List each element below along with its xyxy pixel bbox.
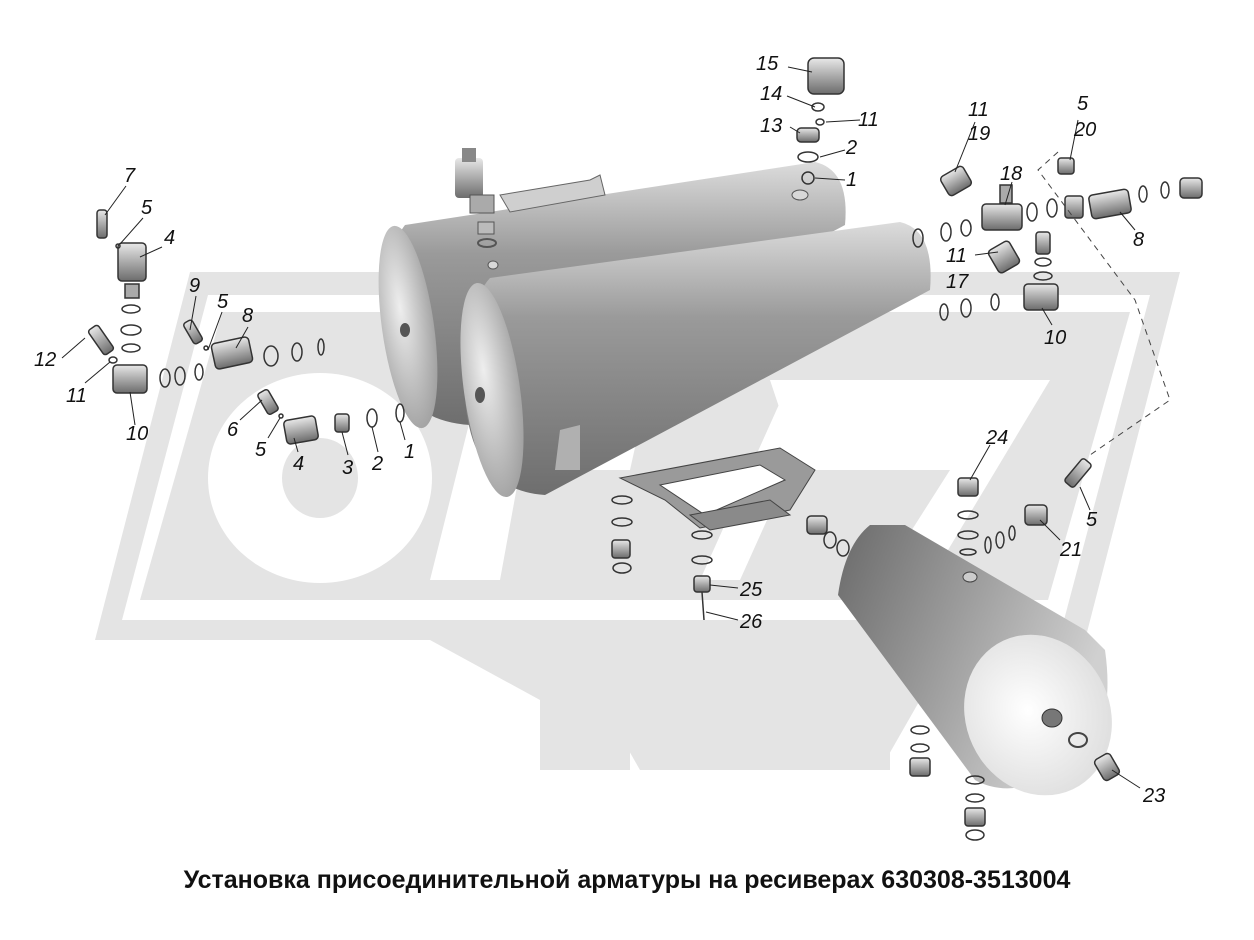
dashed-reference-line (1037, 151, 1171, 456)
mounting-bracket (618, 447, 816, 531)
callout-26: 26 (739, 611, 763, 633)
callout-10: 10 (1044, 327, 1066, 349)
receiver-tank-vertical (838, 525, 1112, 796)
callout-3: 3 (342, 457, 353, 479)
leader-lines (61, 66, 1141, 789)
callout-6: 6 (227, 419, 239, 441)
callout-2: 2 (371, 453, 383, 475)
callout-1: 1 (846, 169, 857, 191)
callout-11: 11 (858, 109, 879, 131)
diagram-caption: Установка присоединительной арматуры на … (183, 866, 1071, 894)
callout-14: 14 (760, 83, 782, 105)
callout-10: 10 (126, 423, 148, 445)
callout-12: 12 (34, 349, 56, 371)
callout-8: 8 (242, 305, 253, 327)
callout-18: 18 (1000, 163, 1022, 185)
callout-20: 20 (1073, 119, 1096, 141)
callout-5: 5 (1077, 93, 1089, 115)
callout-21: 21 (1059, 539, 1082, 561)
callout-11: 11 (968, 99, 989, 121)
callout-4: 4 (164, 227, 175, 249)
callout-11: 11 (946, 245, 967, 267)
callout-15: 15 (756, 53, 779, 75)
callout-5: 5 (141, 197, 153, 219)
callout-23: 23 (1142, 785, 1165, 807)
callout-24: 24 (985, 427, 1008, 449)
callout-2: 2 (845, 137, 857, 159)
callout-labels: 7 5 4 12 11 10 9 5 8 6 5 4 3 2 1 15 14 1… (34, 53, 1165, 807)
callout-5: 5 (255, 439, 267, 461)
receiver-tank-front (460, 222, 931, 498)
callout-7: 7 (124, 165, 136, 187)
safety-valve (455, 148, 497, 248)
callout-17: 17 (946, 271, 969, 293)
callout-4: 4 (293, 453, 304, 475)
fittings (87, 57, 1203, 841)
callout-8: 8 (1133, 229, 1144, 251)
callout-13: 13 (760, 115, 782, 137)
callout-19: 19 (968, 123, 990, 145)
callout-9: 9 (189, 275, 200, 297)
callout-25: 25 (739, 579, 763, 601)
callout-11: 11 (66, 385, 87, 407)
callout-5: 5 (217, 291, 229, 313)
callout-1: 1 (404, 441, 415, 463)
callout-5: 5 (1086, 509, 1098, 531)
